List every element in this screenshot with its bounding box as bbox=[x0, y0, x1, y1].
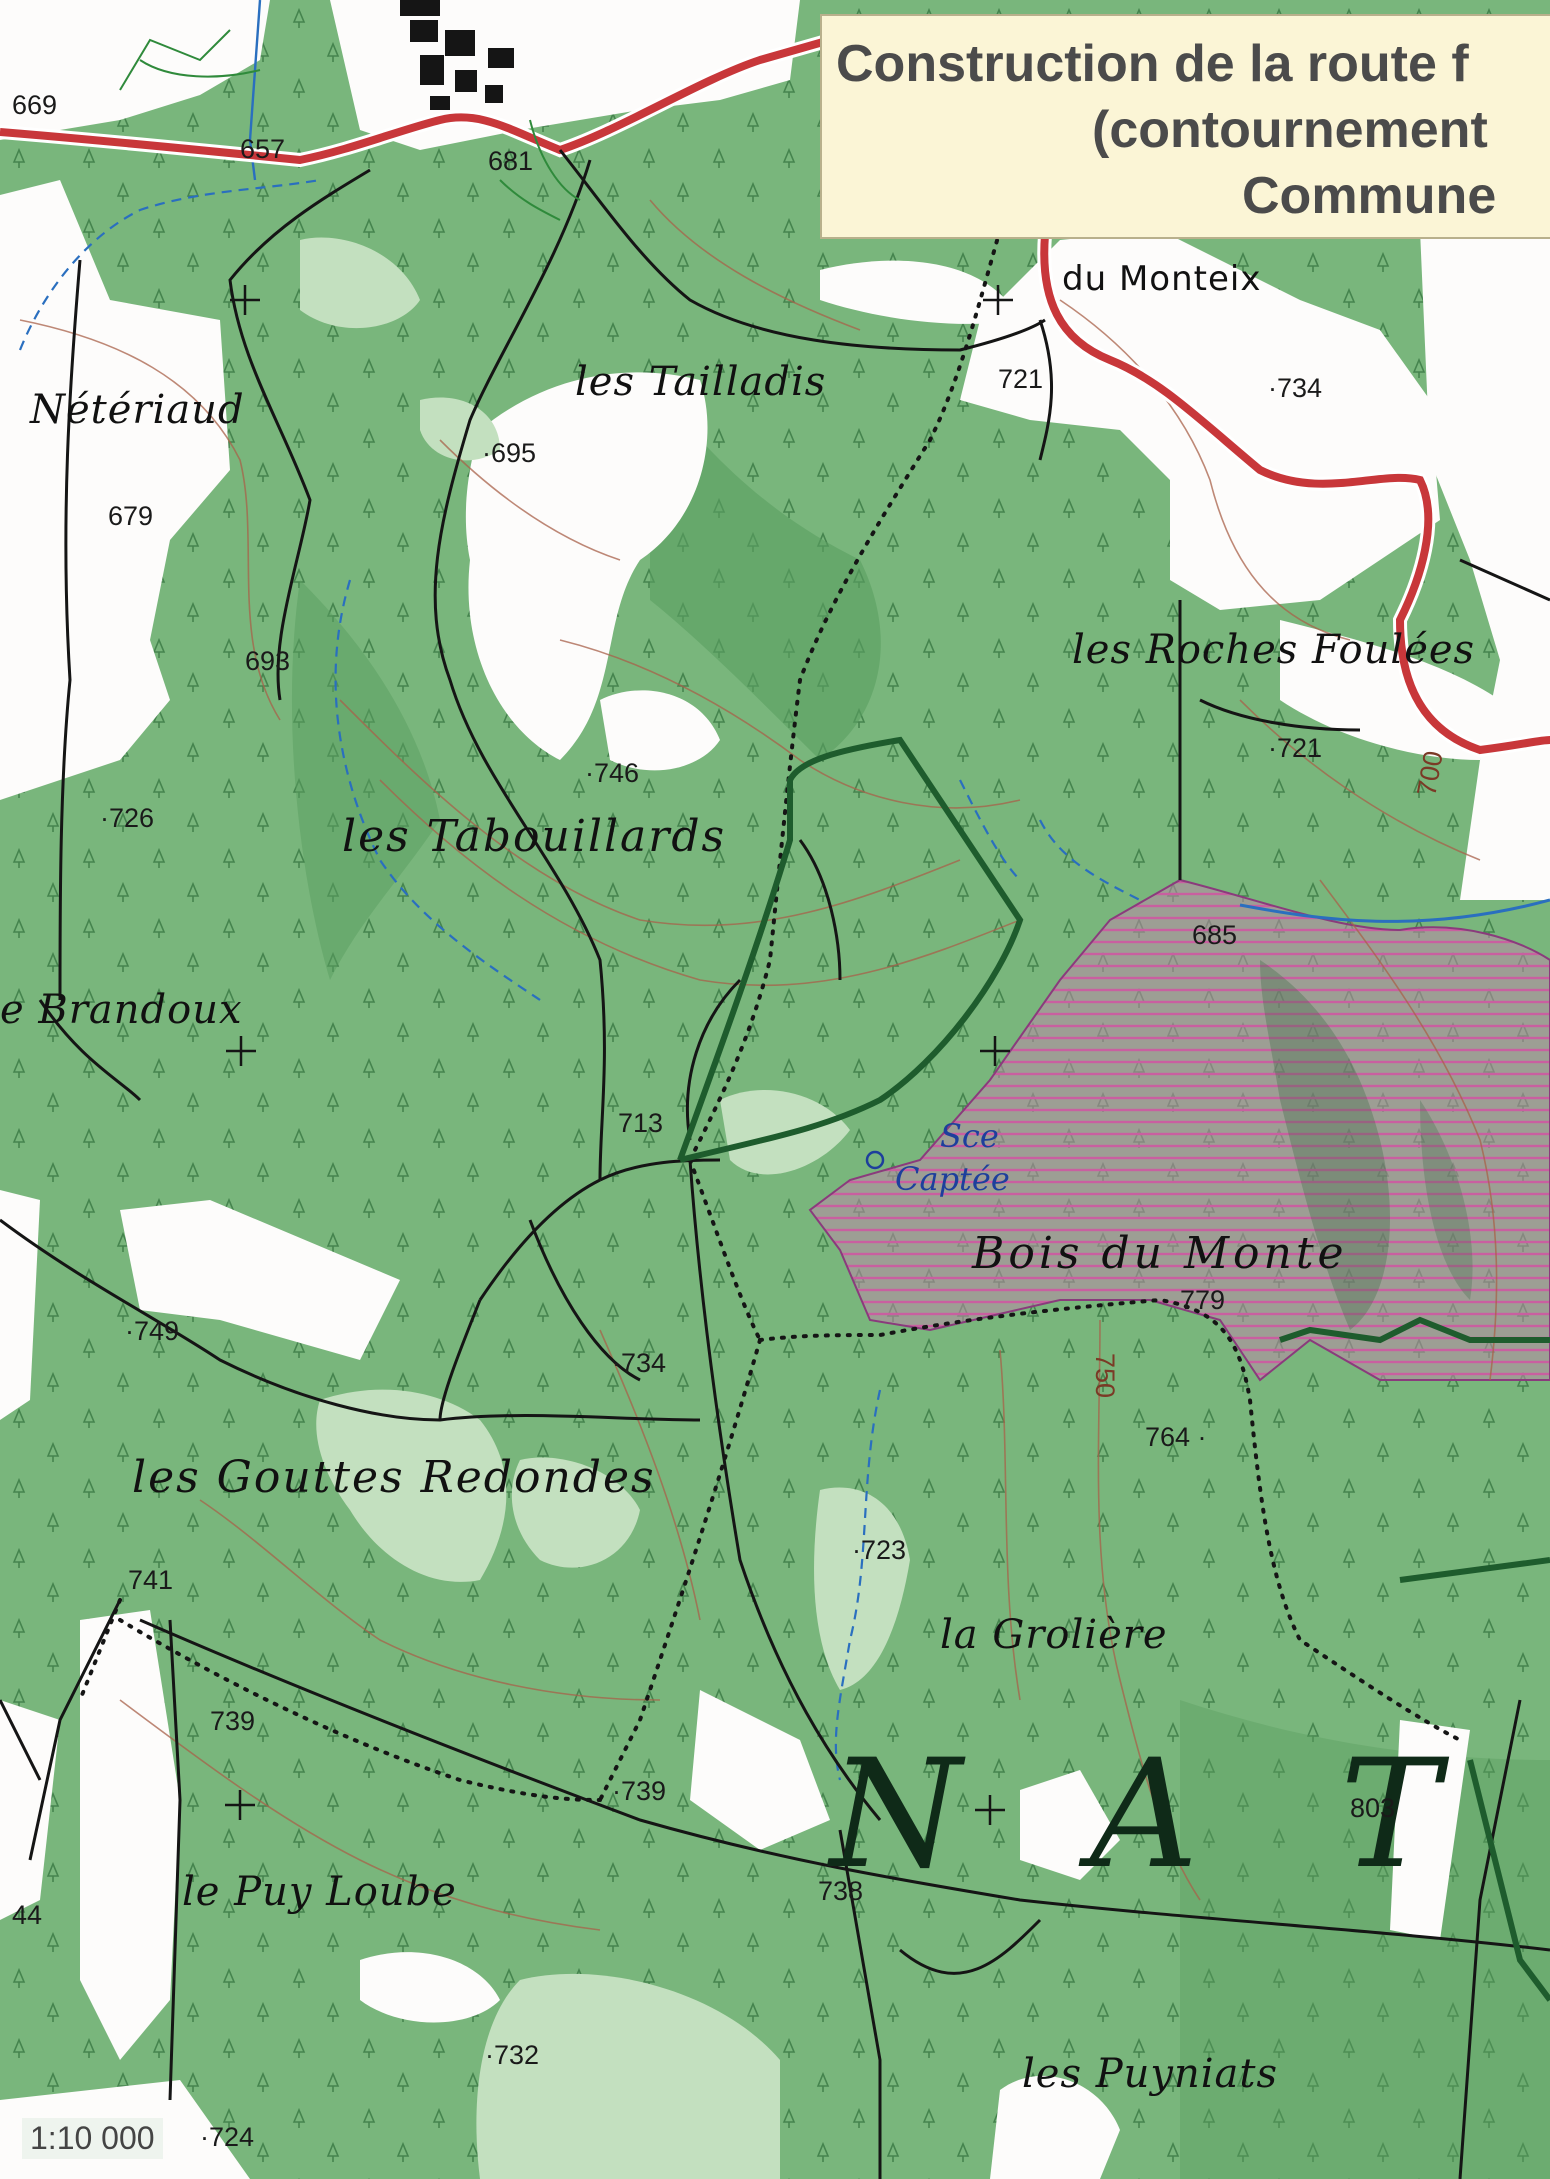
altitude-693: 693 bbox=[245, 646, 291, 676]
title-line-1: Construction de la route f bbox=[836, 35, 1469, 93]
altitude-657: 657 bbox=[240, 134, 286, 164]
altitude-739-mid: ·739 bbox=[612, 1776, 667, 1806]
paths bbox=[0, 149, 1550, 2179]
place-roches-foulees: les Roches Foulées bbox=[1072, 627, 1476, 673]
meadow bbox=[511, 1457, 640, 1568]
altitude-723: ·723 bbox=[852, 1535, 907, 1565]
altitude-44: 44 bbox=[12, 1900, 43, 1930]
place-puyniats: les Puyniats bbox=[1022, 2051, 1278, 2097]
clearing bbox=[820, 260, 1020, 324]
altitude-695: ·695 bbox=[482, 438, 537, 468]
altitude-734-top: ·734 bbox=[1268, 373, 1323, 403]
altitude-726: ·726 bbox=[100, 803, 155, 833]
hill-shading bbox=[1260, 960, 1390, 1330]
region-letter-n: N bbox=[830, 1728, 962, 1902]
meadow bbox=[316, 1389, 507, 1582]
clearing bbox=[990, 2075, 1120, 2179]
place-croix-monteix: du Monteix bbox=[1062, 259, 1262, 299]
altitude-741: 741 bbox=[128, 1565, 174, 1595]
region-letter-t: T bbox=[1340, 1728, 1441, 1902]
altitude-749: ·749 bbox=[125, 1316, 180, 1346]
altitude-721-top: 721 bbox=[998, 364, 1044, 394]
meadow bbox=[300, 237, 420, 329]
clearing bbox=[80, 1610, 180, 2060]
altitude-764: 764 · bbox=[1145, 1422, 1207, 1452]
dotted-tracks bbox=[78, 228, 1462, 1802]
altitude-685: 685 bbox=[1192, 920, 1238, 950]
place-tailladis: les Tailladis bbox=[575, 359, 827, 405]
hedge-lines bbox=[119, 29, 581, 221]
place-tabouillards: les Tabouillards bbox=[342, 811, 727, 862]
streams bbox=[18, 178, 1141, 1781]
altitude-738: 738 bbox=[818, 1876, 864, 1906]
altitude-681: 681 bbox=[488, 146, 534, 176]
forest-shade bbox=[650, 380, 881, 760]
place-puy-loube: le Puy Loube bbox=[182, 1869, 457, 1915]
place-groliere: la Grolière bbox=[940, 1612, 1168, 1658]
clearing bbox=[0, 1700, 60, 1920]
place-sce: Sce bbox=[940, 1117, 999, 1155]
altitude-750: 750 bbox=[1090, 1352, 1121, 1399]
map-scale: 1:10 000 bbox=[22, 2118, 163, 2159]
altitude-721-right: ·721 bbox=[1268, 733, 1323, 763]
title-line-3: Commune bbox=[1242, 167, 1497, 225]
altitude-739-left: 739 bbox=[210, 1706, 256, 1736]
altitude-803: 803 bbox=[1350, 1793, 1396, 1823]
altitude-734-mid: ·734 bbox=[612, 1348, 667, 1378]
clearing bbox=[0, 180, 230, 800]
stream bbox=[248, 0, 262, 181]
clearing bbox=[120, 1200, 400, 1360]
altitude-732: ·732 bbox=[485, 2040, 540, 2070]
clearing bbox=[690, 1690, 830, 1850]
boundary-line bbox=[677, 736, 1550, 2002]
clearing bbox=[360, 1952, 500, 2023]
contour-lines bbox=[19, 199, 1498, 1931]
road-red bbox=[1040, 234, 1550, 755]
forest-shade bbox=[1180, 1700, 1550, 2179]
altitude-679: 679 bbox=[108, 501, 154, 531]
stream bbox=[1239, 898, 1550, 923]
clearing bbox=[465, 372, 708, 760]
region-letter-a: A bbox=[1090, 1728, 1199, 1902]
meadow bbox=[814, 1487, 910, 1690]
clearing bbox=[0, 0, 270, 140]
place-bois-du-monte: Bois du Monte bbox=[972, 1228, 1348, 1279]
place-captee: Captée bbox=[895, 1160, 1010, 1198]
altitude-724: ·724 bbox=[200, 2122, 255, 2152]
meadow bbox=[476, 1973, 780, 2179]
altitude-746: ·746 bbox=[585, 758, 640, 788]
altitude-713: 713 bbox=[618, 1108, 664, 1138]
altitude-669: 669 bbox=[12, 90, 58, 120]
road-red bbox=[0, 36, 832, 165]
clearing bbox=[0, 1190, 40, 1420]
clearing bbox=[1420, 220, 1550, 900]
clearing bbox=[1020, 1770, 1120, 1880]
altitude-779: 779 bbox=[1180, 1285, 1226, 1315]
title-line-2: (contournement bbox=[1092, 101, 1488, 159]
clearing bbox=[600, 690, 720, 771]
cross-markers bbox=[225, 285, 1013, 1825]
village bbox=[400, 0, 514, 110]
place-gouttes-redondes: les Gouttes Redondes bbox=[132, 1452, 656, 1503]
meadow bbox=[420, 397, 500, 461]
title-box: Construction de la route f (contournemen… bbox=[820, 14, 1550, 239]
hill-shading bbox=[1420, 1100, 1473, 1300]
place-neteriaud: Nétériaud bbox=[30, 387, 245, 433]
spring-marker bbox=[865, 1150, 885, 1170]
protected-zone bbox=[808, 878, 1550, 1382]
clearing bbox=[1390, 1720, 1470, 1940]
forest-shade bbox=[291, 580, 440, 980]
place-brandoux: e Brandoux bbox=[0, 987, 243, 1033]
